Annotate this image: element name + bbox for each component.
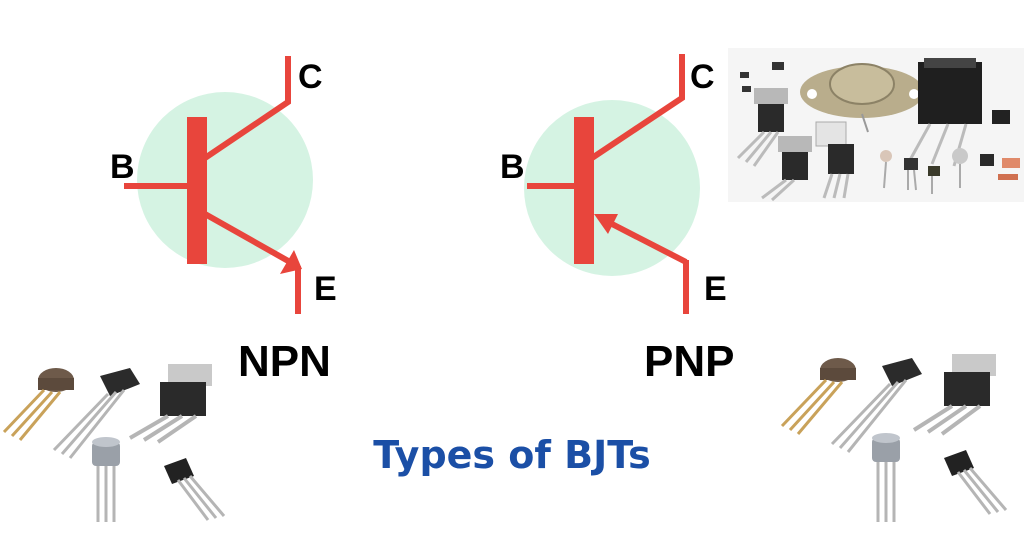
npn-emitter-label: E xyxy=(314,270,337,308)
pnp-emitter-label: E xyxy=(704,270,727,308)
through-hole-transistors-left xyxy=(2,364,226,522)
diagram-caption: Types of BJTs xyxy=(373,433,651,477)
pnp-background-circle xyxy=(524,100,700,276)
npn-type-label: NPN xyxy=(238,337,331,386)
through-hole-transistors-right xyxy=(780,354,1008,522)
pnp-emitter-arrow xyxy=(594,214,618,234)
pnp-symbol xyxy=(524,54,700,314)
npn-background-circle xyxy=(137,92,313,268)
pnp-collector-lead xyxy=(590,54,685,161)
pnp-emitter-lead xyxy=(610,221,688,265)
pnp-base-bar xyxy=(574,117,594,264)
transistor-packages-photo xyxy=(728,48,1024,202)
pnp-base-label: B xyxy=(500,148,525,186)
npn-emitter-lead xyxy=(203,211,292,265)
npn-base-bar xyxy=(187,117,207,264)
pnp-type-label: PNP xyxy=(644,337,735,386)
npn-collector-lead xyxy=(203,56,291,161)
npn-base-label: B xyxy=(110,148,135,186)
npn-symbol xyxy=(124,56,313,314)
npn-collector-label: C xyxy=(298,58,323,96)
pnp-collector-label: C xyxy=(690,58,715,96)
